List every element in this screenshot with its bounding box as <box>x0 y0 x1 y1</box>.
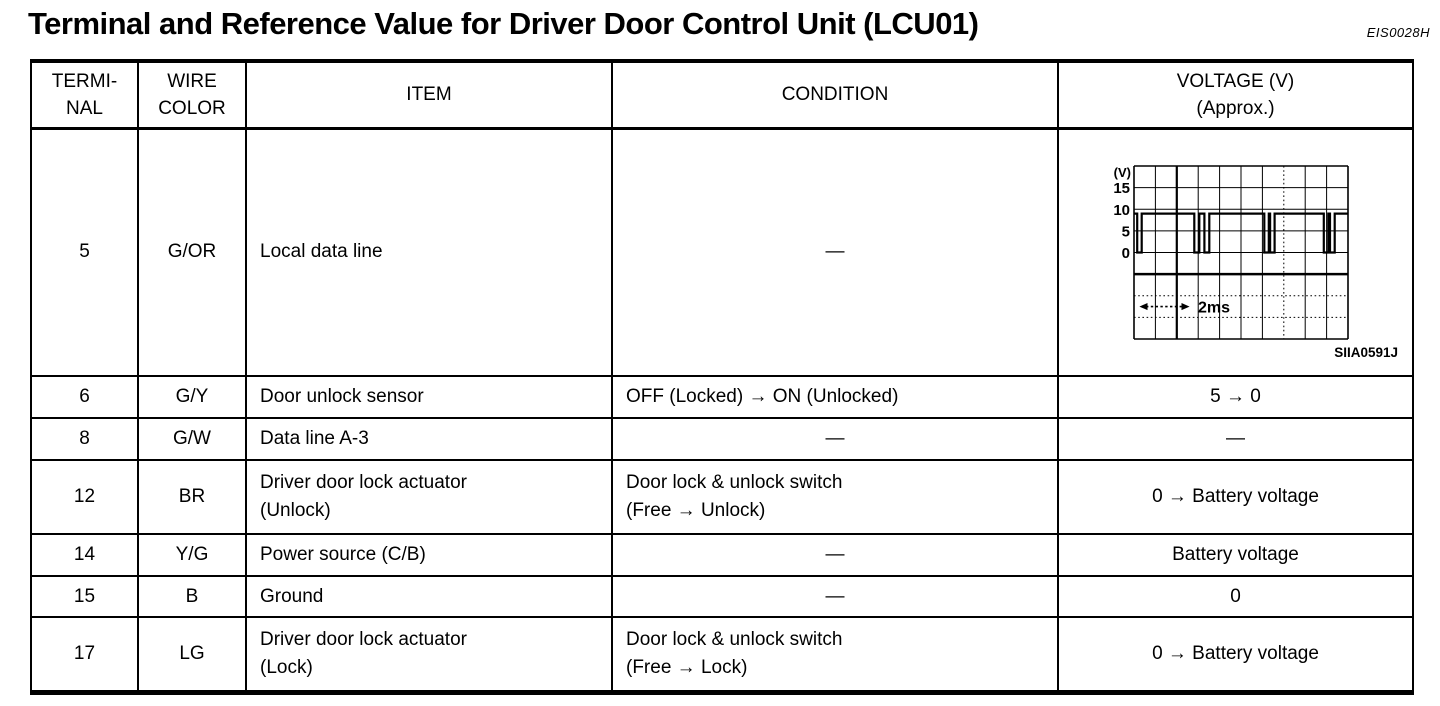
doc-code: EIS0028H <box>1366 25 1430 40</box>
table-header-row: TERMI- NAL WIRE COLOR ITEM CONDITION VOL… <box>30 60 1414 130</box>
svg-text:5: 5 <box>1122 223 1130 240</box>
cell-voltage: Battery voltage <box>1057 533 1414 577</box>
y-axis-labels: (V)15 10 5 0 <box>1113 165 1131 262</box>
cell-voltage: 0 <box>1057 575 1414 618</box>
column-header-condition: CONDITION <box>611 60 1059 130</box>
page-title: Terminal and Reference Value for Driver … <box>28 6 979 41</box>
cell-condition: — <box>611 417 1059 461</box>
cell-item: Data line A-3 <box>245 417 613 461</box>
cell-wire-color: G/OR <box>137 127 247 377</box>
cell-condition: — <box>611 127 1059 377</box>
cell-voltage: 0 → Battery voltage <box>1057 459 1414 535</box>
figure-code-label: SIIA0591J <box>1334 345 1398 360</box>
cell-condition: — <box>611 533 1059 577</box>
column-header-item: ITEM <box>245 60 613 130</box>
cell-condition: — <box>611 575 1059 618</box>
cell-item: Door unlock sensor <box>245 375 613 419</box>
column-header-wire-color: WIRE COLOR <box>137 60 247 130</box>
cell-item: Ground <box>245 575 613 618</box>
column-header-terminal: TERMI- NAL <box>30 60 139 130</box>
cell-terminal: 12 <box>30 459 139 535</box>
terminal-reference-table: TERMI- NAL WIRE COLOR ITEM CONDITION VOL… <box>30 59 1414 695</box>
svg-text:15: 15 <box>1113 180 1130 197</box>
cell-terminal: 6 <box>30 375 139 419</box>
cell-wire-color: B <box>137 575 247 618</box>
svg-text:(V): (V) <box>1114 165 1131 180</box>
svg-text:0: 0 <box>1122 245 1130 262</box>
cell-terminal: 8 <box>30 417 139 461</box>
cell-voltage: 5 → 0 <box>1057 375 1414 419</box>
cell-terminal: 14 <box>30 533 139 577</box>
cell-terminal: 17 <box>30 616 139 693</box>
cell-wire-color: BR <box>137 459 247 535</box>
cell-item: Driver door lock actuator (Lock) <box>245 616 613 693</box>
cell-terminal: 5 <box>30 127 139 377</box>
time-scale-label: 2ms <box>1198 299 1230 316</box>
cell-condition: Door lock & unlock switch (Free → Lock) <box>611 616 1059 693</box>
cell-terminal: 15 <box>30 575 139 618</box>
cell-item: Local data line <box>245 127 613 377</box>
waveform-trace <box>1134 212 1348 254</box>
scope-grid <box>1133 164 1349 340</box>
cell-wire-color: Y/G <box>137 533 247 577</box>
page-header: Terminal and Reference Value for Driver … <box>0 0 1440 59</box>
cell-condition: OFF (Locked) → ON (Unlocked) <box>611 375 1059 419</box>
cell-voltage: — <box>1057 417 1414 461</box>
cell-wire-color: G/Y <box>137 375 247 419</box>
column-header-voltage: VOLTAGE (V) (Approx.) <box>1057 60 1414 130</box>
svg-text:10: 10 <box>1113 201 1130 218</box>
cell-item: Power source (C/B) <box>245 533 613 577</box>
cell-item: Driver door lock actuator (Unlock) <box>245 459 613 535</box>
cell-condition: Door lock & unlock switch (Free → Unlock… <box>611 459 1059 535</box>
cell-wire-color: LG <box>137 616 247 693</box>
cell-voltage: 0 → Battery voltage <box>1057 616 1414 693</box>
time-scale-arrow: 2ms <box>1139 299 1230 316</box>
cell-wire-color: G/W <box>137 417 247 461</box>
